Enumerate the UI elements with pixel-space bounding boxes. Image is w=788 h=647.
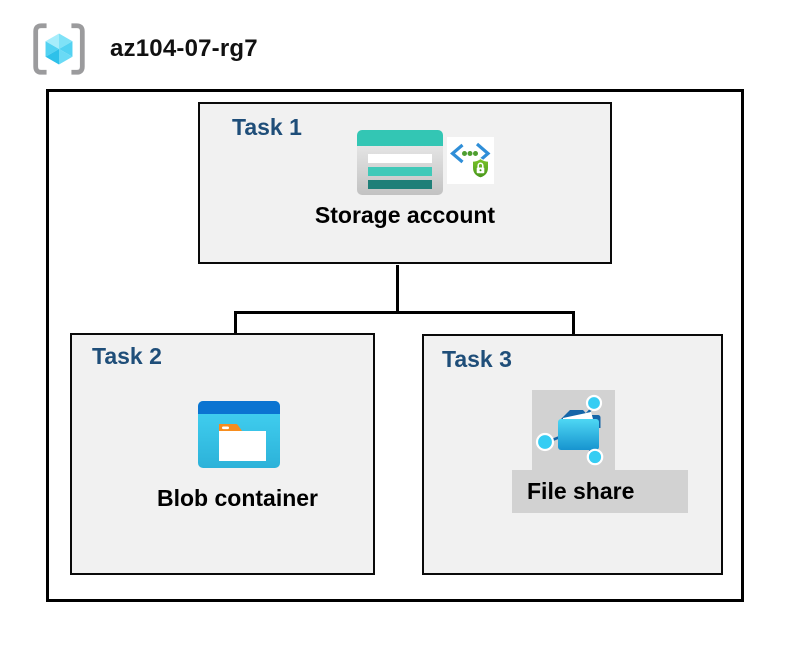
task3-box: Task 3 File share — [422, 334, 723, 575]
resource-group-icon — [33, 23, 85, 75]
task1-box: Task 1 — [198, 102, 612, 264]
task2-box: Task 2 Blob container — [70, 333, 375, 575]
resource-group-name: az104-07-rg7 — [110, 35, 258, 62]
file-share-label: File share — [512, 470, 688, 513]
blob-container-icon — [198, 401, 280, 468]
blob-container-label: Blob container — [156, 485, 318, 511]
file-share-icon-background — [532, 390, 615, 470]
connector-task1-stem — [396, 265, 399, 313]
task1-label: Task 1 — [232, 114, 302, 140]
resource-group-boundary — [46, 89, 744, 602]
task3-label: Task 3 — [442, 346, 512, 372]
storage-account-icon — [357, 130, 443, 195]
task2-label: Task 2 — [92, 343, 162, 369]
sas-security-icon — [447, 137, 494, 184]
storage-account-label: Storage account — [314, 202, 496, 228]
connector-horizontal — [234, 311, 575, 314]
file-share-icon — [535, 394, 604, 466]
